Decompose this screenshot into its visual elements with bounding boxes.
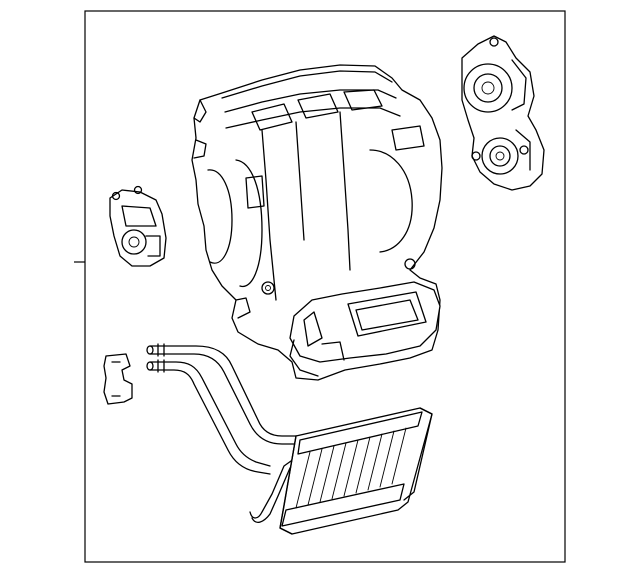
heater-pipes xyxy=(146,343,305,524)
heater-core xyxy=(279,407,433,535)
hose-clip xyxy=(103,353,133,405)
servo-motor xyxy=(109,185,167,267)
heater-housing xyxy=(191,64,443,381)
blower-motor-actuator xyxy=(461,35,545,191)
